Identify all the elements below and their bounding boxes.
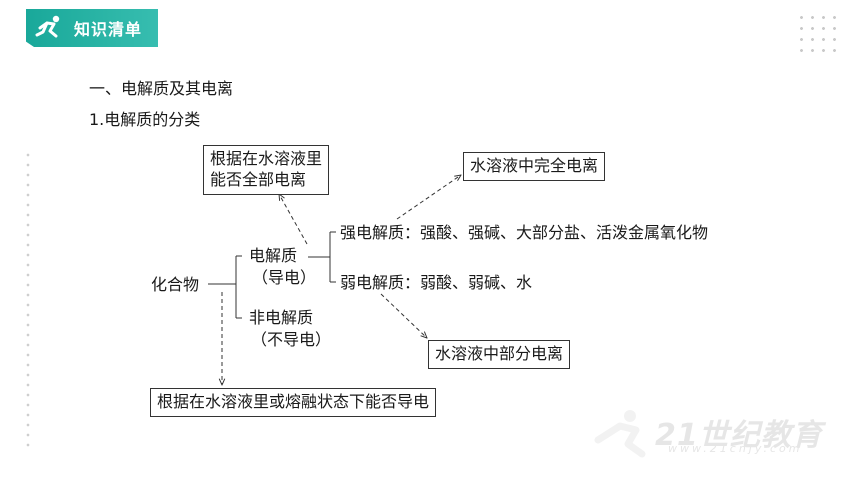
watermark-text: 21世纪教育 [655, 418, 823, 453]
electrolyte-label: 电解质 [249, 246, 298, 265]
partial-ionization-box: 水溶液中部分电离 [428, 340, 571, 369]
watermark-logo [594, 410, 646, 458]
section-heading: 一、电解质及其电离 [89, 79, 234, 98]
complete-ionization-box: 水溶液中完全电离 [463, 152, 606, 181]
basis-box-line2: 能否全部电离 [210, 169, 307, 189]
arrow-to-basis-box [279, 194, 308, 245]
compound-label: 化合物 [151, 275, 200, 294]
badge-title: 知识清单 [74, 20, 143, 39]
section-subheading: 1.电解质的分类 [89, 110, 201, 129]
watermark-subtext: www.21cnjy.com [668, 442, 803, 455]
conductivity-basis-box: 根据在水溶液里或熔融状态下能否导电 [150, 388, 437, 417]
non-electrolyte-label: 非电解质 [249, 308, 314, 327]
dot-grid-decoration [796, 12, 840, 56]
weak-electrolyte-label: 弱电解质：弱酸、弱碱、水 [340, 273, 533, 292]
basis-box-line1: 根据在水溶液里 [210, 149, 323, 168]
non-electrolyte-note: （不导电） [251, 330, 332, 349]
arrow-to-partial-box [380, 293, 427, 338]
electrolyte-note: （导电） [252, 268, 317, 287]
strong-electrolyte-label: 强电解质：强酸、强碱、大部分盐、活泼金属氧化物 [340, 223, 709, 242]
runner-icon [35, 15, 60, 38]
arrow-to-complete-box [396, 175, 461, 220]
section-badge [26, 9, 158, 47]
basis-ionization-box: 根据在水溶液里 能否全部电离 [203, 145, 330, 195]
dotted-margin-line [25, 150, 31, 450]
